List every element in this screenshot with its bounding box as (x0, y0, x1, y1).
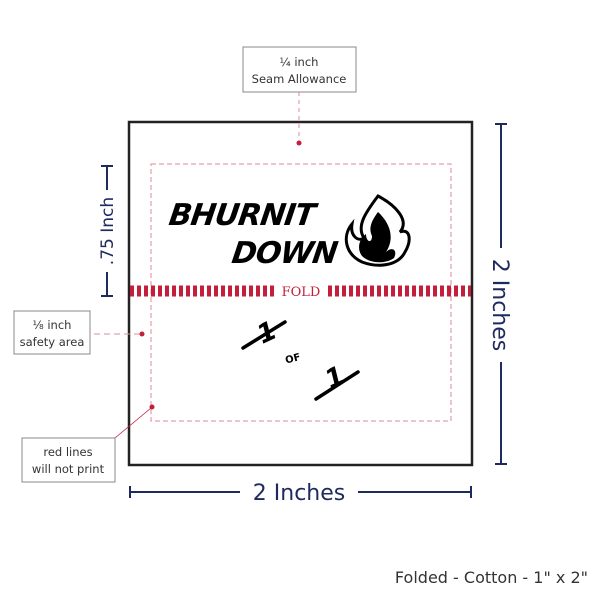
print-note-line2: will not print (32, 462, 105, 476)
logo-line2: DOWN (230, 236, 340, 271)
dimension-height: 2 Inches (487, 123, 512, 465)
print-note-line1: red lines (43, 445, 92, 459)
flame-icon (344, 194, 411, 267)
brand-logo: BHURNIT DOWN (167, 194, 411, 271)
safety-label-line1: ⅛ inch (33, 318, 72, 332)
safety-label-line2: safety area (20, 335, 85, 349)
logo-line1: BHURNIT (167, 198, 320, 233)
seam-label-line2: Seam Allowance (252, 72, 347, 86)
fold-line: FOLD (130, 285, 471, 300)
seam-allowance-callout: ¼ inch Seam Allowance (242, 46, 357, 146)
dimension-top-section: .75 Inch (98, 165, 118, 297)
edition-of: OF (284, 352, 302, 367)
pointer-dot (149, 404, 155, 410)
seam-label-line1: ¼ inch (280, 55, 319, 69)
pointer-dot (139, 331, 145, 337)
print-note-callout: red lines will not print (21, 404, 155, 483)
dimension-top-label: .75 Inch (98, 197, 118, 265)
pointer-dot (296, 140, 302, 146)
dimension-width-label: 2 Inches (253, 481, 345, 506)
product-description: Folded - Cotton - 1" x 2" (395, 568, 588, 587)
safety-area-callout: ⅛ inch safety area (13, 310, 145, 355)
dimension-height-label: 2 Inches (487, 259, 512, 351)
dimension-width: 2 Inches (129, 481, 472, 506)
fold-label: FOLD (282, 285, 321, 300)
